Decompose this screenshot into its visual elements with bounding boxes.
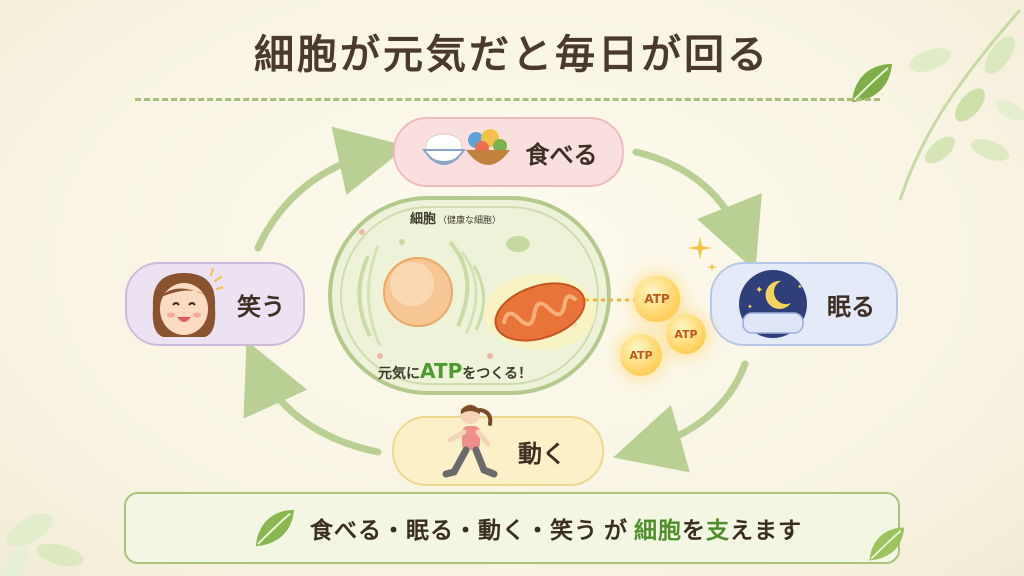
leaf-icon bbox=[869, 527, 905, 561]
cell-organelles bbox=[357, 229, 577, 359]
leaf-icon bbox=[852, 64, 892, 102]
cell-caption-atp: ATP bbox=[420, 359, 463, 383]
smiling-face-icon bbox=[152, 268, 223, 337]
node-eat: 食べる bbox=[393, 117, 624, 187]
corner-foliage-top-right bbox=[898, 9, 1024, 201]
arrow-move-to-laugh bbox=[243, 340, 382, 456]
arrow-sleep-to-move bbox=[613, 360, 749, 473]
cell-caption: 元気にATPをつくる！ bbox=[378, 359, 532, 383]
svg-text:✦: ✦ bbox=[747, 303, 753, 311]
footer-banner: 食べる・眠る・動く・笑うが細胞を支えます bbox=[124, 492, 900, 564]
mitochondria bbox=[484, 274, 596, 350]
svg-text:✦: ✦ bbox=[755, 285, 763, 296]
atp-bubble: ATP bbox=[666, 314, 706, 354]
node-laugh: 笑う bbox=[125, 262, 305, 346]
atp-dotted-link bbox=[585, 298, 635, 302]
page-title: 細胞が元気だと毎日が回る bbox=[254, 32, 770, 78]
arrow-eat-to-sleep bbox=[632, 148, 762, 271]
corner-foliage-bottom-left bbox=[2, 513, 84, 576]
cell-sublabel: （健康な細胞） bbox=[438, 216, 502, 226]
node-move-label: 動く bbox=[518, 439, 566, 468]
sparkle-icon bbox=[688, 236, 717, 272]
arrow-laugh-to-eat bbox=[254, 126, 408, 252]
footer-text: 食べる・眠る・動く・笑うが細胞を支えます bbox=[310, 518, 802, 544]
node-eat-label: 食べる bbox=[525, 140, 598, 169]
svg-text:✦: ✦ bbox=[797, 283, 803, 291]
leaf-icon bbox=[255, 509, 295, 547]
moon-pillow-icon: ✦ ✦ ✦ bbox=[739, 270, 807, 338]
node-move: 動く bbox=[392, 416, 604, 486]
cell-label: 細胞（健康な細胞） bbox=[410, 212, 502, 227]
atp-bubble: ATP bbox=[620, 334, 662, 376]
cell-inner-membrane bbox=[340, 206, 599, 385]
title-divider bbox=[135, 98, 880, 101]
atp-bubble: ATP bbox=[634, 276, 680, 322]
running-girl-icon bbox=[442, 404, 498, 478]
node-sleep-label: 眠る bbox=[827, 292, 875, 321]
node-sleep: ✦ ✦ ✦ 眠る bbox=[710, 262, 898, 346]
node-laugh-label: 笑う bbox=[237, 292, 285, 321]
rice-bowl-icon bbox=[421, 129, 510, 165]
